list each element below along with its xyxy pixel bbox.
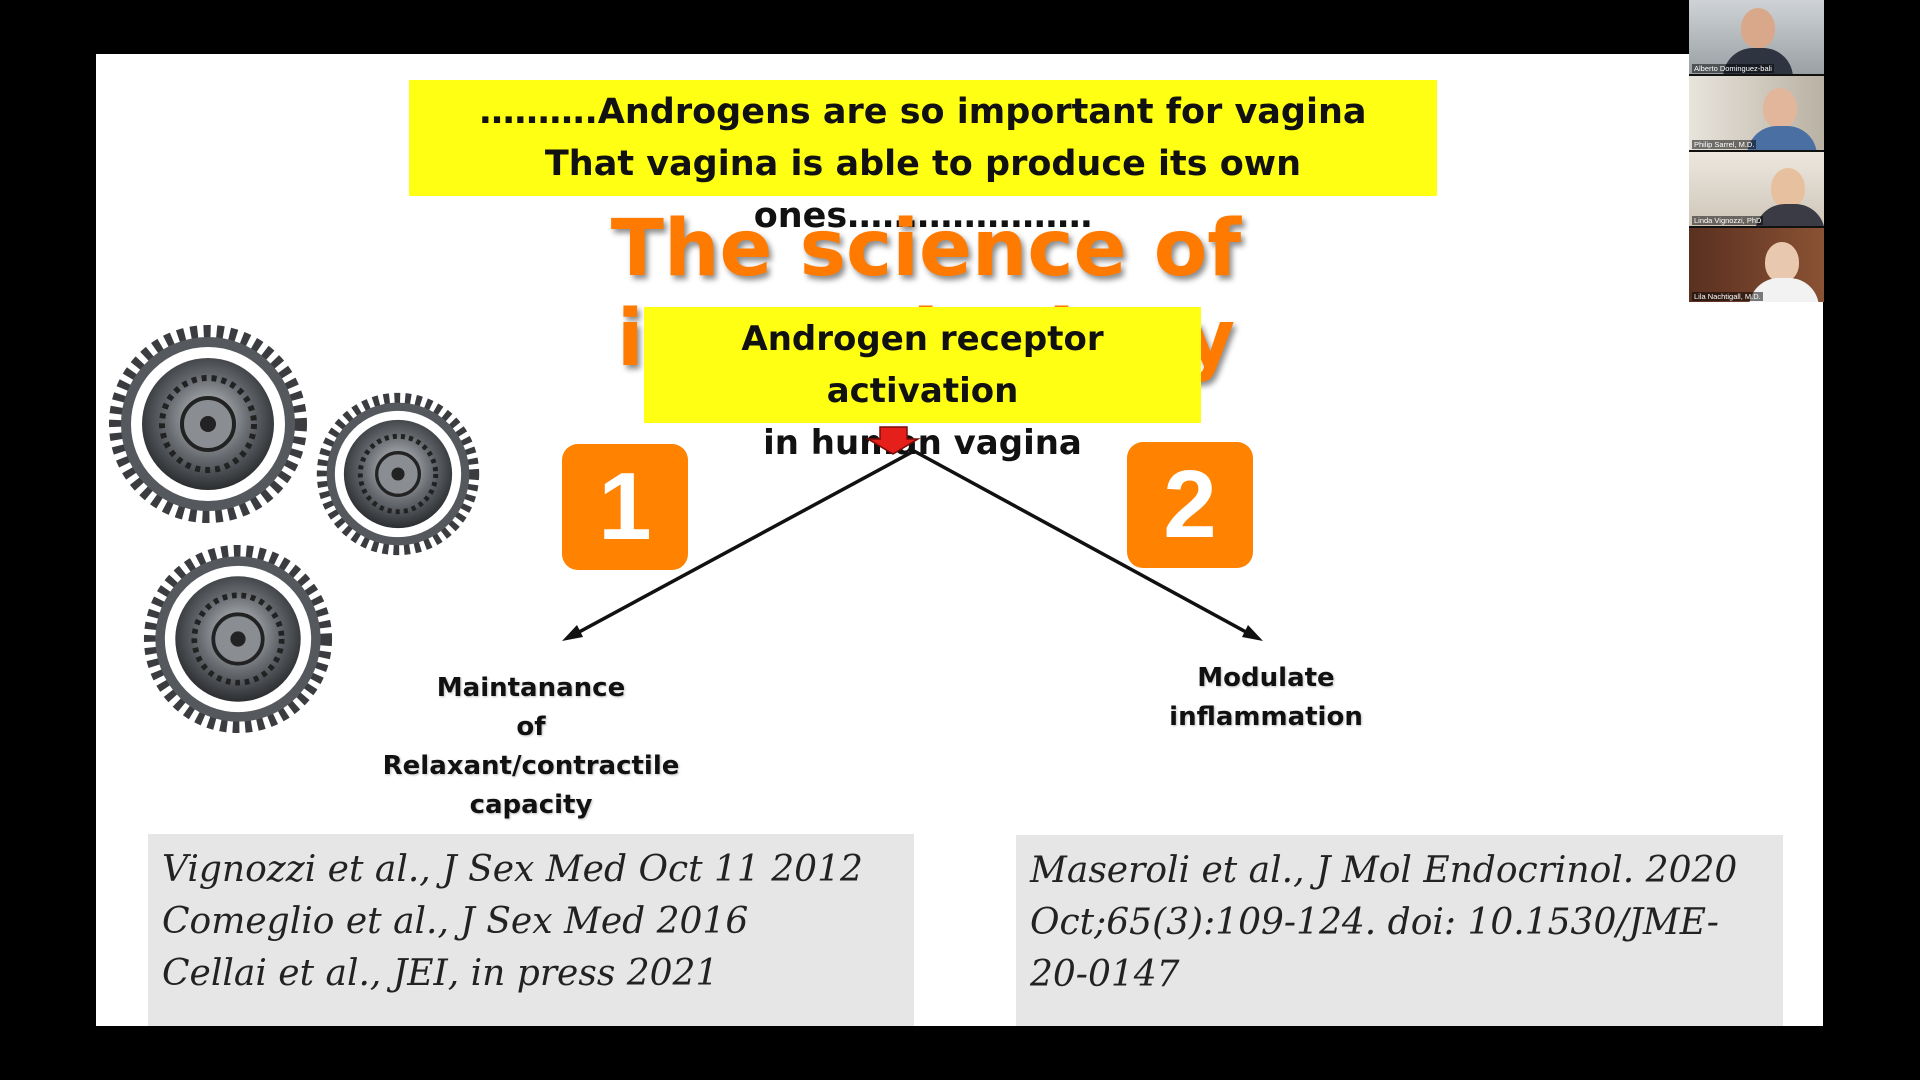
gear-icon [316, 392, 480, 556]
receptor-banner: Androgen receptor activation in human va… [644, 307, 1201, 463]
arrowhead-right-icon [1242, 625, 1263, 641]
arrow-line-left [567, 449, 915, 640]
participant-video-strip: Alberto Dominguez-bali Philip Sarrel, M.… [1689, 0, 1824, 302]
presentation-slide: ……….Androgens are so important for vagin… [96, 54, 1823, 1026]
participant-name: Alberto Dominguez-bali [1692, 64, 1774, 73]
arrow-line-right [913, 449, 1258, 640]
participant-tile[interactable]: Philip Sarrel, M.D. [1689, 76, 1824, 150]
maintenance-label-line4: capacity [469, 790, 593, 820]
branch-arrows [562, 426, 1263, 641]
reference-line: Comeglio et al., J Sex Med 2016 [162, 901, 749, 942]
maintenance-label-line1: Maintanance [436, 673, 626, 703]
reference-line: Vignozzi et al., J Sex Med Oct 11 2012 [162, 849, 863, 890]
gear-icon [109, 325, 307, 523]
number-two-badge: 2 [1127, 442, 1253, 568]
participant-name: Lila Nachtigall, M.D. [1692, 292, 1763, 301]
inflammation-label: Modulate inflammation [1169, 663, 1363, 732]
gears-illustration [109, 325, 480, 734]
top-banner: ……….Androgens are so important for vagin… [409, 80, 1437, 236]
top-banner-line2: That vagina is able to produce its own o… [544, 144, 1302, 236]
number-one-badge: 1 [562, 444, 688, 570]
participant-tile[interactable]: Linda Vignozzi, PhD [1689, 152, 1824, 226]
gear-icon [143, 544, 333, 734]
maintenance-label: Maintanance of Relaxant/contractile capa… [381, 669, 681, 825]
arrowhead-left-icon [562, 625, 583, 641]
down-arrow-icon [865, 426, 921, 455]
participant-tile[interactable]: Lila Nachtigall, M.D. [1689, 228, 1824, 302]
participant-tile[interactable]: Alberto Dominguez-bali [1689, 0, 1824, 74]
participant-name: Philip Sarrel, M.D. [1692, 140, 1757, 149]
top-banner-line1: ……….Androgens are so important for vagin… [479, 92, 1367, 132]
references-right: Maseroli et al., J Mol Endocrinol. 2020 … [1016, 835, 1783, 1026]
maintenance-label-line2: of [516, 712, 546, 742]
reference-line: Oct;65(3):109-124. doi: 10.1530/JME- [1030, 902, 1719, 943]
participant-name: Linda Vignozzi, PhD [1692, 216, 1764, 225]
reference-line: Maseroli et al., J Mol Endocrinol. 2020 [1030, 850, 1738, 891]
maintenance-label-line3: Relaxant/contractile [382, 751, 680, 781]
reference-line: Cellai et al., JEI, in press 2021 [162, 953, 719, 994]
references-left: Vignozzi et al., J Sex Med Oct 11 2012 C… [148, 834, 914, 1026]
receptor-banner-line1: Androgen receptor activation [741, 319, 1104, 411]
reference-line: 20-0147 [1030, 954, 1180, 995]
